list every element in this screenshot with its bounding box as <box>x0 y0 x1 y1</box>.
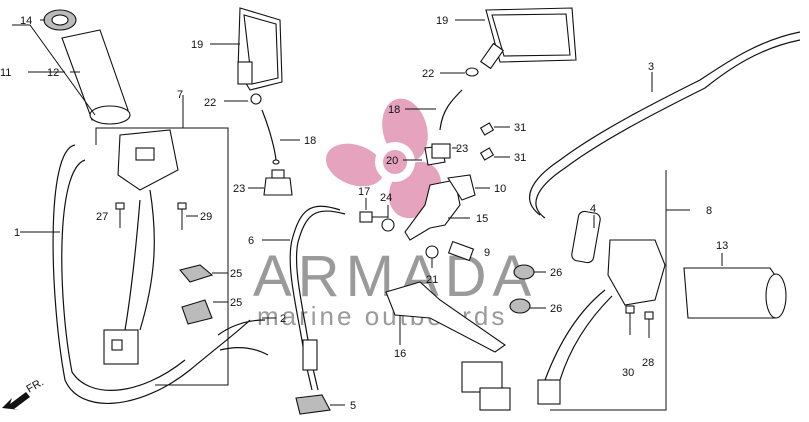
front-direction-arrow: FR. <box>2 376 46 410</box>
callout-18b: 18 <box>388 104 400 116</box>
grommet-5 <box>295 394 331 415</box>
callout-labels: 14 11 12 7 1 27 29 25 25 2 19 22 18 23 6… <box>0 15 728 412</box>
mirror-mount-23a <box>263 169 293 196</box>
left-switch-housing <box>103 129 179 365</box>
callout-19a: 19 <box>191 39 203 51</box>
callout-12: 12 <box>47 67 59 79</box>
screw-30 <box>625 305 635 335</box>
callout-9: 9 <box>484 247 490 259</box>
callout-25a: 25 <box>230 268 242 280</box>
throttle-cable-left <box>52 144 251 404</box>
callout-13: 13 <box>716 240 728 252</box>
callout-31a: 31 <box>514 122 526 134</box>
right-switch-housing <box>461 210 666 411</box>
bolt-17 <box>359 211 388 223</box>
callout-27: 27 <box>96 211 108 223</box>
screw-27 <box>115 202 125 228</box>
front-direction-label: FR. <box>25 376 46 395</box>
callout-30: 30 <box>622 367 634 379</box>
cable-clamp-26a <box>513 264 535 280</box>
nut-24 <box>381 218 395 232</box>
callout-8: 8 <box>706 205 712 217</box>
callout-18a: 18 <box>304 135 316 147</box>
callout-21: 21 <box>426 274 438 286</box>
callout-25b: 25 <box>230 297 242 309</box>
callout-28: 28 <box>642 357 654 369</box>
left-grip <box>61 29 129 121</box>
screw-28 <box>644 311 654 338</box>
screw-29 <box>177 202 187 230</box>
right-grip <box>683 267 787 319</box>
switch-9 <box>447 240 475 262</box>
mirror-mount-23b <box>431 143 451 159</box>
callout-26a: 26 <box>550 267 562 279</box>
callout-4: 4 <box>590 203 596 215</box>
switch-21 <box>425 245 439 259</box>
callout-19b: 19 <box>436 15 448 27</box>
callout-24: 24 <box>380 192 392 204</box>
callout-6: 6 <box>248 235 254 247</box>
callout-11: 11 <box>0 67 11 79</box>
callout-3: 3 <box>648 61 654 73</box>
cable-clamp-26b <box>509 298 531 314</box>
clutch-lever <box>385 281 506 353</box>
callout-23b: 23 <box>456 143 468 155</box>
left-mirror <box>237 7 283 165</box>
right-mirror <box>439 7 577 131</box>
clutch-cable <box>289 205 341 391</box>
callout-26b: 26 <box>550 303 562 315</box>
callout-2: 2 <box>280 313 286 325</box>
cable-clamp-25a <box>179 264 214 283</box>
callout-16: 16 <box>394 348 406 360</box>
choke-cable <box>217 319 266 336</box>
callout-10: 10 <box>494 183 506 195</box>
callout-1: 1 <box>14 227 20 239</box>
callout-20: 20 <box>386 155 398 167</box>
callout-31b: 31 <box>514 152 526 164</box>
callout-23a: 23 <box>233 183 245 195</box>
callout-14: 14 <box>20 15 32 27</box>
armada-propeller-logo <box>325 98 442 219</box>
callout-22a: 22 <box>204 97 216 109</box>
callout-7: 7 <box>177 89 183 101</box>
left-grip-assembly <box>43 9 131 125</box>
cable-clamp-25b <box>181 299 213 325</box>
lever-bracket <box>404 174 476 241</box>
bolt-31a <box>479 122 510 136</box>
callout-17: 17 <box>358 186 370 198</box>
callout-5: 5 <box>350 400 356 412</box>
bolt-31b <box>479 147 510 161</box>
callout-15: 15 <box>476 213 488 225</box>
throttle-cable <box>529 31 801 216</box>
callout-22b: 22 <box>422 68 434 80</box>
callout-29: 29 <box>200 211 212 223</box>
